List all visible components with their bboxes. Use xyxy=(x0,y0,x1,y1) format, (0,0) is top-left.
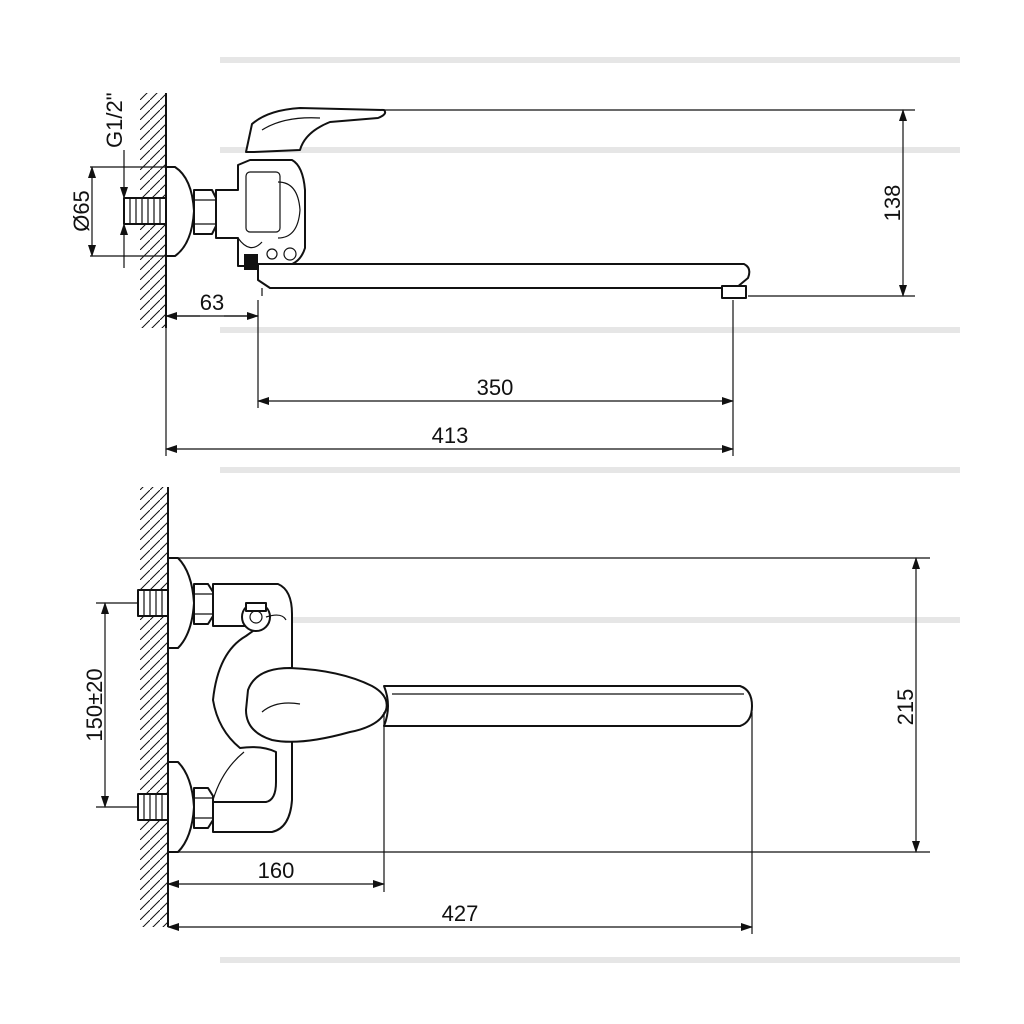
background-ghost-lines xyxy=(220,57,960,963)
connecting-nut-lower xyxy=(193,787,214,829)
mixer-body-side xyxy=(215,159,306,267)
dimension-height-215-label: 215 xyxy=(893,689,918,726)
top-view: 150±20 215 160 427 xyxy=(82,487,930,934)
dimension-wall-offset-label: 63 xyxy=(200,290,224,315)
dimension-spout-reach-label: 350 xyxy=(477,375,514,400)
spout-top xyxy=(383,685,753,727)
spout-side xyxy=(257,263,751,289)
dimension-centers: 150±20 xyxy=(82,602,109,808)
dimension-height-138-label: 138 xyxy=(880,185,905,222)
escutcheon-upper xyxy=(167,557,195,649)
dimension-total-length-label: 427 xyxy=(442,901,479,926)
wall-section-top xyxy=(140,487,169,927)
lever-handle-top xyxy=(245,667,388,743)
dimension-lever-reach: 160 xyxy=(167,858,385,888)
dimension-height-215: 215 xyxy=(893,557,920,853)
threaded-connector-side xyxy=(123,197,167,225)
dimension-total-length: 427 xyxy=(167,901,753,931)
dimension-total-reach-label: 413 xyxy=(432,423,469,448)
connecting-nut-upper xyxy=(193,583,214,625)
dimension-spout-reach: 350 xyxy=(257,375,734,405)
dimension-diameter-label: Ø65 xyxy=(69,190,94,232)
threaded-connector-upper xyxy=(137,589,169,617)
dimension-wall-offset: 63 xyxy=(165,290,259,320)
threaded-connector-lower xyxy=(137,793,169,821)
dimension-lever-reach-label: 160 xyxy=(258,858,295,883)
escutcheon-side xyxy=(165,166,195,257)
hose-hook-top xyxy=(241,602,287,632)
lever-handle-side xyxy=(245,107,387,153)
dimension-thread-label: G1/2" xyxy=(102,92,127,148)
aerator-side xyxy=(721,285,747,299)
dimension-height-138: 138 xyxy=(880,109,907,297)
dimension-centers-label: 150±20 xyxy=(82,668,107,741)
connecting-nut-side xyxy=(193,189,217,235)
escutcheon-lower xyxy=(167,761,195,853)
dimension-diameter: Ø65 xyxy=(69,166,96,257)
side-view: G1/2" Ø65 138 63 350 xyxy=(69,92,915,456)
dimension-total-reach: 413 xyxy=(165,423,734,453)
dimension-thread: G1/2" xyxy=(102,92,128,268)
diverter-knob-side xyxy=(244,254,258,270)
